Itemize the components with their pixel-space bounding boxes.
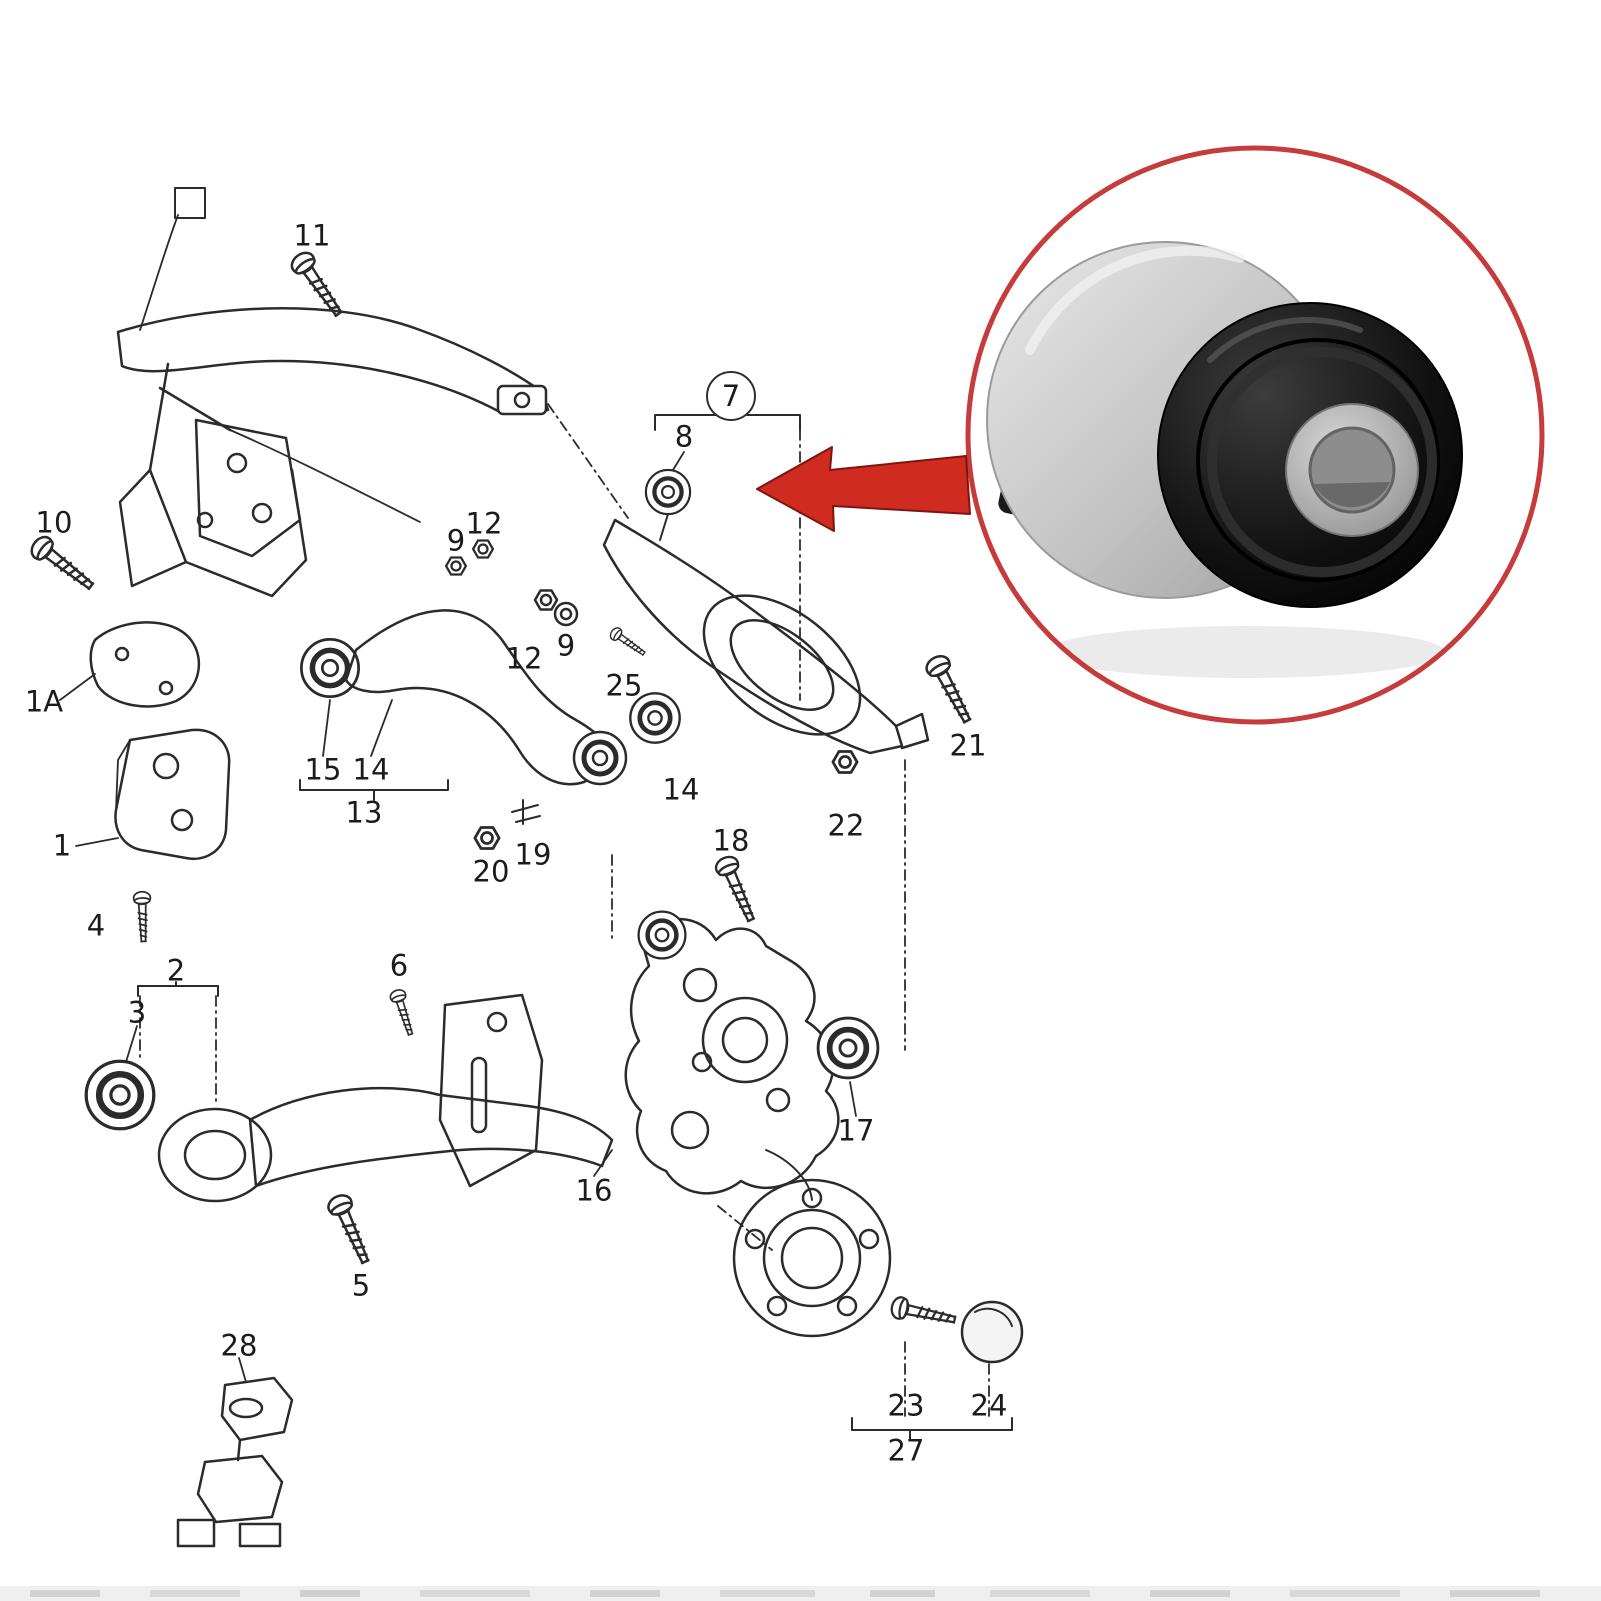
nut-12b [533, 589, 559, 611]
nut-12 [471, 539, 495, 559]
inset-circle [965, 145, 1545, 725]
cover-1A [59, 621, 201, 708]
washer-9b [553, 601, 579, 627]
bolt-5 [324, 1190, 378, 1268]
callout-brackets [137, 414, 1013, 1441]
bolt-4 [132, 890, 153, 943]
bolt-18 [711, 852, 763, 926]
lower-spring-arm [602, 451, 930, 755]
bolt-21 [921, 651, 979, 728]
trailing-arm [86, 1025, 614, 1203]
axle-bracket-1 [75, 728, 231, 861]
subframe-drawing [116, 187, 550, 598]
wheel-hub [732, 1178, 1024, 1364]
upper-control-arm [301, 609, 679, 784]
bolt-6 [387, 987, 419, 1038]
inset-photo [965, 145, 1545, 725]
bottom-strip [0, 1586, 1601, 1601]
bolt-23 [888, 1294, 958, 1332]
clip-19 [511, 799, 541, 825]
mount-bracket [438, 993, 544, 1188]
nut-22 [831, 750, 859, 774]
bracket-28 [176, 1357, 294, 1548]
wheel-knuckle [593, 912, 878, 1201]
nut-9 [444, 556, 468, 576]
bolt-10 [26, 531, 100, 597]
bolt-25 [607, 625, 649, 660]
construction-lines [139, 403, 990, 1417]
nut-20 [473, 826, 501, 850]
red-arrow [756, 446, 971, 532]
